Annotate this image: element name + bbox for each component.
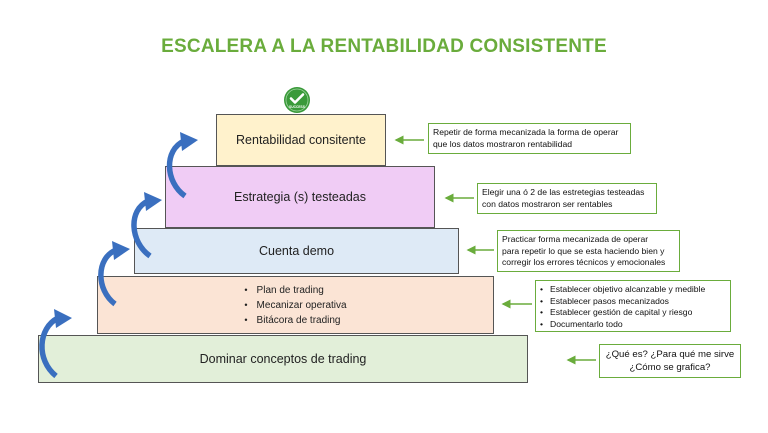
list-item: Documentarlo todo [540,319,726,331]
list-item: Plan de trading [244,283,346,298]
curved-arrow-icon [131,192,162,259]
step-estrategias: Estrategia (s) testeadas [165,166,435,228]
step-label: Cuenta demo [258,244,335,258]
step-label: Dominar conceptos de trading [199,352,367,366]
note-text: Elegir una ó 2 de las estretegias testea… [482,187,645,197]
note-text: ¿Cómo se grafica? [629,362,711,373]
step-dominar-conceptos: Dominar conceptos de trading [38,335,528,383]
step-cuenta-demo: Cuenta demo [134,228,459,274]
list-item: Bitácora de trading [244,313,346,328]
note-cuenta-demo: Practicar forma mecanizada de operar par… [497,230,680,272]
curved-arrow-icon [39,309,72,379]
note-text: con datos mostraron ser rentables [482,198,613,209]
curved-arrow-icon [166,132,198,199]
list-item: Establecer pasos mecanizados [540,296,726,308]
step-label: Estrategia (s) testeadas [233,190,366,204]
note-plan-trading: Establecer objetivo alcanzable y medible… [535,280,731,332]
success-badge: SUCCESS [283,86,311,114]
step-items: Plan de trading Mecanizar operativa Bitá… [244,283,347,328]
list-item: Mecanizar operativa [244,298,347,313]
badge-text: SUCCESS [289,105,306,109]
step-rentabilidad: Rentabilidad consitente [216,114,386,166]
note-dominar-conceptos: ¿Qué es? ¿Para qué me sirve ¿Cómo se gra… [599,344,741,378]
checkmark-icon: SUCCESS [284,87,310,113]
step-label: Rentabilidad consitente [236,133,366,147]
note-text: corregir los errores técnicos y emociona… [502,257,666,267]
list-item: Establecer gestión de capital y riesgo [540,307,726,319]
note-text: Practicar forma mecanizada de operar [502,234,649,244]
note-text: que los datos mostraron rentabilidad [433,138,573,149]
page-title: ESCALERA A LA RENTABILIDAD CONSISTENTE [161,36,607,57]
note-text: Repetir de forma mecanizada la forma de … [433,127,619,137]
list-item: Establecer objetivo alcanzable y medible [540,284,726,296]
step-plan-trading: Plan de trading Mecanizar operativa Bitá… [97,276,494,334]
curved-arrow-icon [98,241,130,307]
note-text: para repetir lo que se esta haciendo bie… [502,245,665,256]
note-estrategias: Elegir una ó 2 de las estretegias testea… [477,183,657,214]
note-rentabilidad: Repetir de forma mecanizada la forma de … [428,123,631,154]
note-text: ¿Qué es? ¿Para qué me sirve [605,349,735,360]
